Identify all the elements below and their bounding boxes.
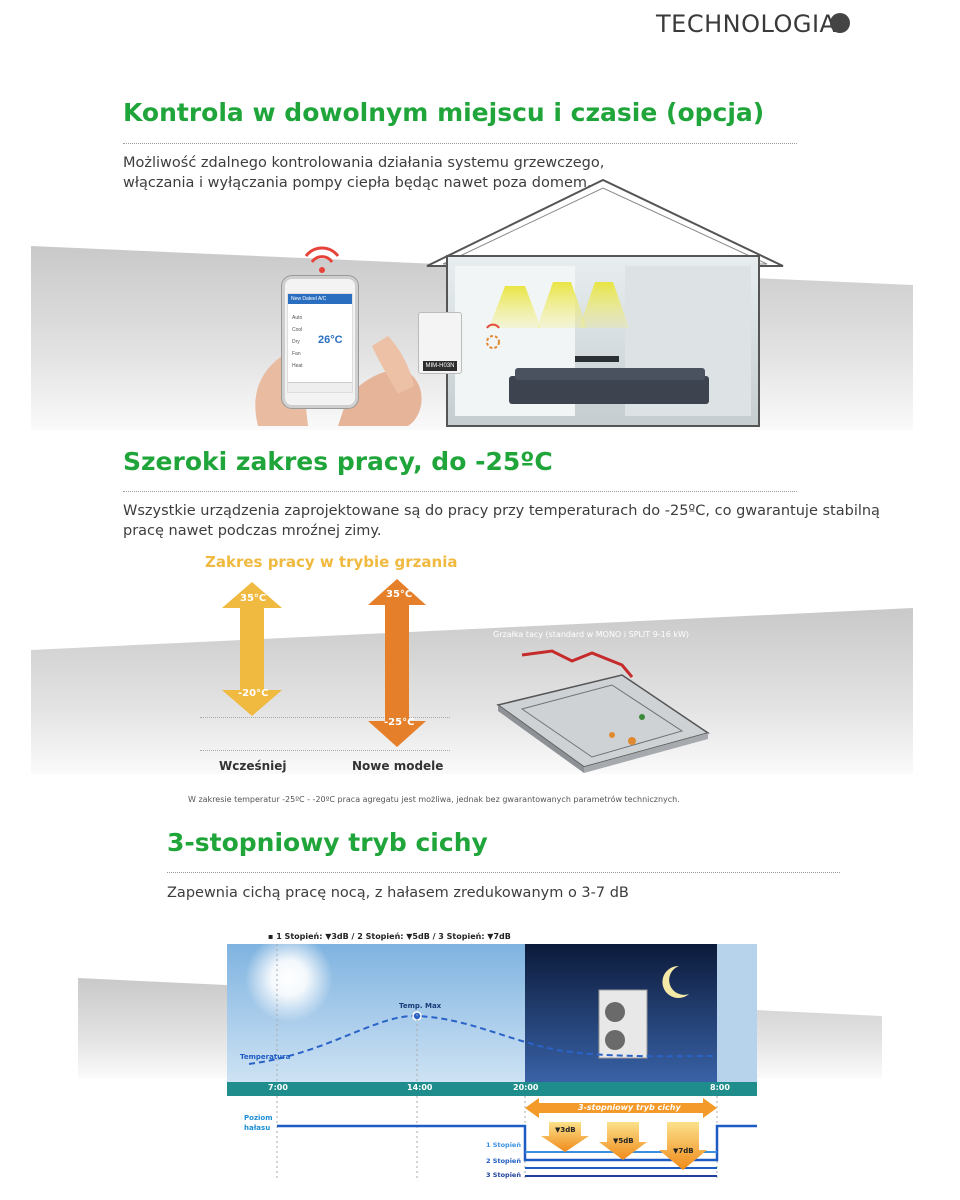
phone-mode-item[interactable]: Auto xyxy=(292,315,303,321)
quiet-mode-banner-label: 3-stopniowy tryb cichy xyxy=(578,1103,681,1112)
phone-mode-item[interactable]: Fan xyxy=(292,351,301,357)
section2-divider xyxy=(123,491,797,492)
phone-temperature: 26°C xyxy=(318,334,343,346)
day-night-chart xyxy=(227,944,757,1084)
phone-mode-item[interactable]: Dry xyxy=(292,339,300,345)
step-label: 3 Stopień xyxy=(486,1171,521,1179)
time-label: 7:00 xyxy=(268,1083,288,1092)
reduction-label: ▼5dB xyxy=(613,1137,634,1145)
phone-screen: New Dateel A/C Auto Cool Dry Fan Heat 26… xyxy=(287,293,353,393)
house-illustration xyxy=(426,178,784,427)
phone-mode-item[interactable]: Heat xyxy=(292,363,303,369)
section3-description: Zapewnia cichą pracę nocą, z hałasem zre… xyxy=(167,885,629,901)
reduction-label: ▼3dB xyxy=(555,1126,576,1134)
section1-description-line1: Możliwość zdalnego kontrolowania działan… xyxy=(123,155,605,171)
arrow-new-caption: Nowe modele xyxy=(352,759,444,773)
section2-band xyxy=(31,608,913,774)
section1-description-line2: włączania i wyłączania pompy ciepła będą… xyxy=(123,175,592,191)
arrow-new-range xyxy=(368,579,426,747)
section2-footnote: W zakresie temperatur -25ºC - -20ºC prac… xyxy=(188,795,680,804)
phone-mode-list: Auto Cool Dry Fan Heat xyxy=(292,312,303,372)
arrow-old-bottom-label: -20°C xyxy=(238,688,269,699)
noise-level-label: Poziom hałasu xyxy=(244,1113,273,1133)
phone-nav-bar xyxy=(288,382,352,392)
tray-heater-illustration xyxy=(496,649,710,773)
phone-screen-title: New Dateel A/C xyxy=(288,294,352,304)
wifi-icon xyxy=(304,246,340,273)
range-line-20 xyxy=(200,717,450,718)
section2-title: Szeroki zakres pracy, do -25ºC xyxy=(123,447,553,476)
arrow-old-top-label: 35°C xyxy=(240,593,267,604)
section-bullet-icon xyxy=(830,13,850,33)
wall-controller: MIM-H03N xyxy=(418,312,462,374)
section2-description-line2: pracę nawet podczas mroźnej zimy. xyxy=(123,523,382,539)
controller-signal-icon xyxy=(486,323,500,349)
section2-description-line1: Wszystkie urządzenia zaprojektowane są d… xyxy=(123,503,880,519)
temp-max-label: Temp. Max xyxy=(399,1002,442,1010)
arrow-new-bottom-label: -25°C xyxy=(384,717,415,728)
section3-title: 3-stopniowy tryb cichy xyxy=(167,828,488,857)
noise-level-label-line2: hałasu xyxy=(244,1124,271,1132)
temperature-label: Temperatura xyxy=(240,1053,291,1061)
quiet-mode-legend: ▪ 1 Stopień: ▼3dB / 2 Stopień: ▼5dB / 3 … xyxy=(268,932,511,941)
section1-title: Kontrola w dowolnym miejscu i czasie (op… xyxy=(123,98,765,127)
time-label: 14:00 xyxy=(407,1083,433,1092)
section3-divider xyxy=(167,872,840,873)
phone: New Dateel A/C Auto Cool Dry Fan Heat 26… xyxy=(282,276,358,408)
section1-divider xyxy=(123,143,797,144)
arrow-new-top-label: 35°C xyxy=(386,589,413,600)
time-label: 20:00 xyxy=(513,1083,539,1092)
arrow-old-caption: Wcześniej xyxy=(219,759,287,773)
range-line-25 xyxy=(200,750,450,751)
reduction-label: ▼7dB xyxy=(673,1147,694,1155)
wall-controller-label: MIM-H03N xyxy=(423,361,457,371)
heater-caption: Grzałka tacy (standard w MONO i SPLIT 9-… xyxy=(493,630,690,639)
timeline-bar xyxy=(227,1082,757,1096)
step-label: 2 Stopień xyxy=(486,1157,521,1165)
time-label: 8:00 xyxy=(710,1083,730,1092)
step-label: 1 Stopień xyxy=(486,1141,521,1149)
noise-level-chart xyxy=(276,1096,757,1180)
heating-range-title: Zakres pracy w trybie grzania xyxy=(205,553,458,571)
section-label: TECHNOLOGIA xyxy=(656,10,837,38)
noise-level-label-line1: Poziom xyxy=(244,1114,273,1122)
phone-mode-item[interactable]: Cool xyxy=(292,327,303,333)
arrow-old-range xyxy=(222,582,282,716)
